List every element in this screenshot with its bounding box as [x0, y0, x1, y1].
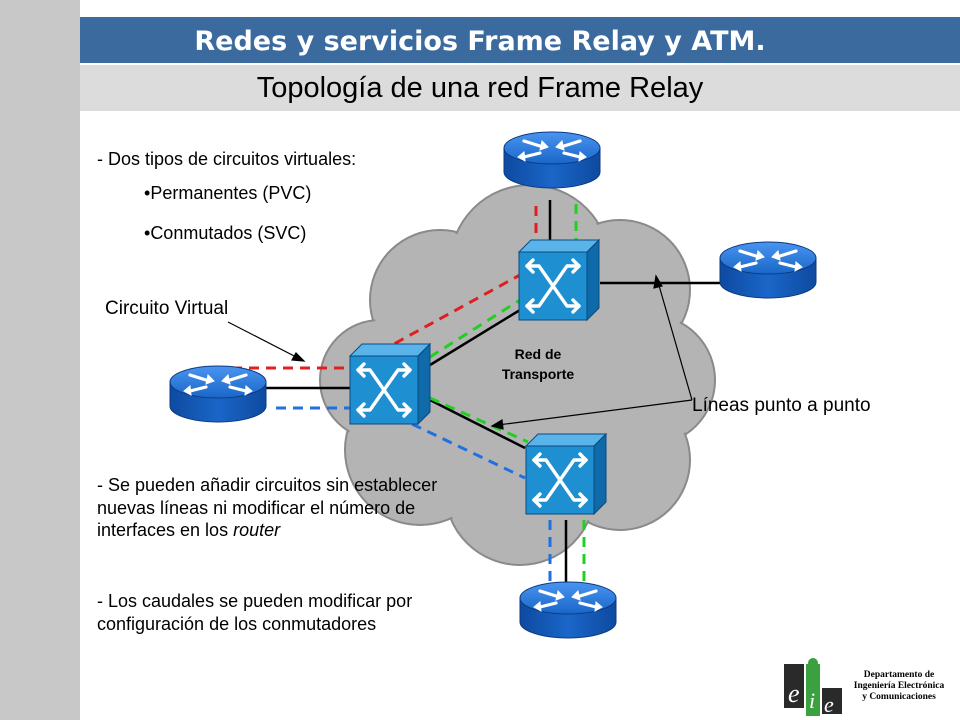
circuit-virtual-label: Circuito Virtual — [105, 298, 229, 319]
point-to-point-lines-label: Líneas punto a punto — [692, 395, 871, 416]
slide-title: Topología de una red Frame Relay — [256, 72, 704, 104]
vc-red-mid — [349, 273, 521, 370]
logo-letter-i: i — [809, 688, 815, 713]
left-side-strip — [0, 0, 80, 720]
vc-green-mid — [429, 298, 521, 359]
dept-line: Ingeniería Electrónica — [853, 681, 945, 691]
subtitle-bar — [80, 65, 960, 111]
dept-line: Departamento de — [863, 670, 935, 680]
link-switch-left-switch-top — [429, 308, 521, 367]
frame-relay-switch-icon — [524, 432, 608, 516]
arrowhead-icon — [490, 419, 504, 430]
network-label-line: Red de — [514, 346, 562, 362]
logo-letter-e: e — [824, 692, 834, 716]
lines-label-arrow-up — [657, 281, 693, 401]
arrowhead-icon — [291, 352, 306, 362]
router-icon — [518, 580, 618, 640]
router-icon — [718, 240, 818, 300]
annotation-arrows — [227, 274, 693, 430]
frame-relay-switch-icon — [348, 342, 432, 426]
vc-type-label: Conmutados (SVC) — [150, 223, 307, 243]
circuit-label-arrow — [227, 321, 301, 360]
vc-green-right — [429, 396, 529, 444]
vc-type-item: Permanentes (PVC) — [144, 182, 311, 204]
virtual-circuits — [232, 204, 586, 590]
arrowhead-icon — [653, 274, 663, 289]
dept-line: y Comunicaciones — [862, 692, 936, 702]
note-add-circuits-text: - Se pueden añadir circuitos sin estable… — [97, 475, 438, 540]
note-router-emphasis: router — [233, 520, 281, 540]
department-name: Departamento de Ingeniería Electrónica y… — [840, 670, 958, 703]
note-throughput: - Los caudales se pueden modificar por c… — [97, 591, 413, 634]
vc-type-item: Conmutados (SVC) — [144, 222, 306, 244]
vc-types-intro: - Dos tipos de circuitos virtuales: — [97, 149, 357, 169]
network-label-line: Transporte — [501, 366, 575, 382]
header-bar — [80, 17, 960, 63]
note-add-circuits: - Se pueden añadir circuitos sin estable… — [97, 474, 452, 542]
vc-type-label: Permanentes (PVC) — [150, 183, 312, 203]
link-switch-left-switch-bottom — [429, 398, 526, 450]
lines-label-arrow-left — [497, 399, 693, 426]
router-icon — [168, 364, 268, 424]
router-icon — [502, 130, 602, 190]
department-logo: e i e — [784, 658, 842, 716]
physical-links — [266, 200, 722, 590]
course-title: Redes y servicios Frame Relay y ATM. — [194, 26, 766, 57]
logo-letter-e: e — [788, 679, 800, 708]
transport-network-label: Red de Transporte — [478, 344, 598, 384]
vc-blue-mid — [411, 422, 526, 480]
frame-relay-switch-icon — [517, 238, 601, 322]
